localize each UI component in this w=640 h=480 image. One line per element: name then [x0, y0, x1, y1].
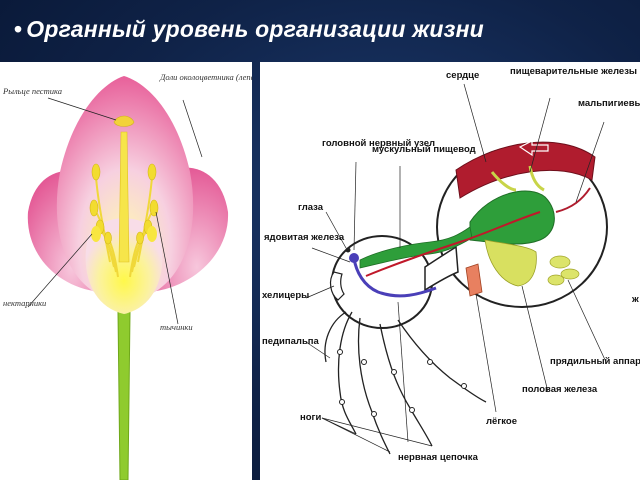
- slide-title: •Органный уровень организации жизни: [14, 16, 484, 43]
- spider-digestive-gland: [484, 239, 537, 287]
- label-spinning-apparatus: прядильный аппарат: [550, 356, 640, 367]
- flower-receptacle: [85, 218, 163, 314]
- label-nectaries: нектарники: [3, 298, 46, 308]
- label-edge-mark: ж: [631, 294, 639, 305]
- label-nerve-chain: нервная цепочка: [398, 452, 479, 463]
- spider-chelicera: [329, 271, 345, 301]
- flower-leader-lines: [27, 97, 203, 325]
- spider-diagram-panel: сердце пищеварительные железы мальпигиев…: [260, 62, 640, 480]
- spider-head-ganglion: [349, 253, 359, 263]
- spider-malpighian-tubule: [555, 187, 591, 213]
- label-stigma: Рыльце пестика: [2, 86, 62, 96]
- flower-pistil: [118, 131, 130, 263]
- flower-diagram: Рыльце пестика Доли околоцветника (лепес…: [2, 72, 252, 480]
- spider-digestive-branch-1: [490, 171, 517, 192]
- label-gonad: половая железа: [522, 384, 598, 395]
- label-pedipalp: педипальпа: [262, 336, 320, 347]
- label-lung: лёгкое: [486, 416, 517, 427]
- spider-nerve-chain: [352, 257, 437, 298]
- spider-anatomy-diagram: сердце пищеварительные железы мальпигиев…: [262, 66, 640, 463]
- spider-leader-lines: [305, 83, 607, 453]
- spider-lung: [465, 263, 483, 297]
- spider-heart-arrow: [518, 140, 549, 157]
- spider-leg-joints: [337, 349, 467, 417]
- bullet-marker: •: [14, 16, 23, 42]
- label-head-ganglion: головной нервный узел: [322, 138, 435, 149]
- label-petals-text: Доли околоцветника (лепестки): [159, 72, 252, 82]
- spider-legs: [324, 311, 487, 455]
- spider-blood-vessel: [365, 211, 541, 277]
- label-chelicerae: хелицеры: [262, 290, 309, 301]
- flower-stamens: [95, 176, 153, 278]
- label-digestive-glands: пищеварительные железы: [510, 66, 637, 77]
- spider-pedicel: [424, 245, 459, 292]
- flower-diagram-panel: Рыльце пестика Доли околоцветника (лепес…: [0, 62, 252, 480]
- label-malpighian-glands: мальпигиевы железы: [578, 98, 640, 109]
- spider-eye: [345, 247, 351, 253]
- label-poison-gland: ядовитая железа: [264, 232, 345, 243]
- spider-heart: [455, 141, 596, 199]
- flower-stigma: [113, 115, 135, 127]
- label-petals: Доли околоцветника (лепестки): [159, 72, 252, 82]
- label-stamens: тычинки: [160, 322, 193, 332]
- label-eyes: глаза: [298, 202, 324, 213]
- label-muscular-esophagus: мускульный пищевод: [372, 144, 476, 155]
- label-legs: ноги: [300, 412, 321, 423]
- spider-spinning-glands: [547, 255, 580, 286]
- label-heart: сердце: [446, 70, 479, 81]
- flower-stem: [117, 311, 131, 480]
- slide-title-text: Органный уровень организации жизни: [26, 16, 484, 42]
- flower-nectaries: [91, 226, 157, 242]
